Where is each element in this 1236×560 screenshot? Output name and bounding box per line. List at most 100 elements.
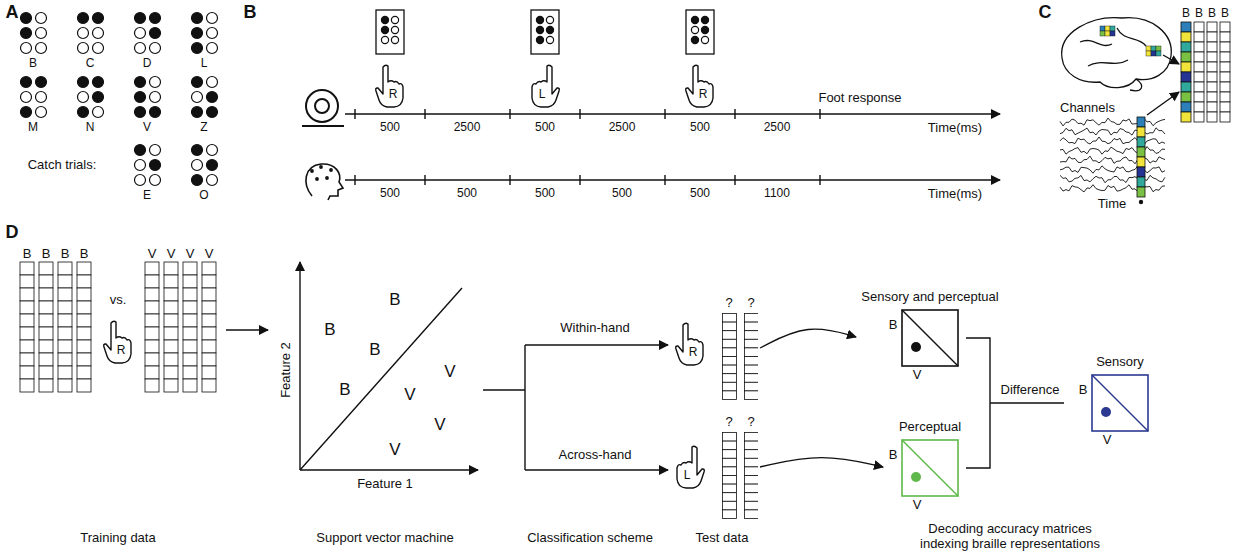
eeg-head-icon: [325, 176, 329, 180]
text-label: Catch trials:: [28, 158, 97, 173]
braille-dot: [150, 77, 161, 88]
time-tick: [734, 175, 735, 185]
braille-dot: [536, 16, 543, 23]
text-label: B: [1195, 7, 1203, 21]
pattern-cell: [1194, 52, 1204, 62]
text-label: Time(ms): [928, 187, 982, 202]
braille-dot: [78, 107, 89, 118]
training-cell: [77, 314, 91, 327]
matrix-square: [1091, 374, 1149, 432]
text-label: Foot response: [818, 91, 901, 106]
training-cell: [202, 327, 216, 340]
panel-letter: A: [6, 2, 19, 23]
training-cell: [164, 353, 178, 366]
training-cell: [202, 366, 216, 379]
training-cell: [145, 327, 159, 340]
axis-letter: B: [886, 448, 900, 463]
test-pattern: ??: [722, 415, 758, 519]
panel-letter: C: [1039, 2, 1052, 23]
eeg-trace: [1060, 166, 1165, 174]
training-cell: [183, 353, 197, 366]
braille-dot: [93, 28, 104, 39]
training-cell: [20, 288, 34, 301]
test-cell: [723, 339, 737, 348]
pattern-cell: [1220, 32, 1230, 42]
braille-dot: [150, 145, 161, 156]
braille-dot: [691, 16, 698, 23]
test-cell: [723, 476, 737, 485]
text-label: 2500: [609, 121, 636, 135]
braille-dot: [21, 43, 32, 54]
decision-boundary: [300, 288, 462, 470]
braille-dot: [150, 43, 161, 54]
time-slice-cell: [1137, 167, 1145, 177]
voxel: [1156, 46, 1161, 51]
text-label: V: [167, 247, 176, 262]
matrix-diagonal: [1092, 375, 1148, 431]
pattern-cell: [1220, 112, 1230, 122]
braille-card: [376, 10, 404, 54]
text-label: 2500: [454, 121, 481, 135]
braille-dot: [78, 28, 89, 39]
training-cell: [39, 301, 53, 314]
braille-dot: [135, 43, 146, 54]
braille-dot: [381, 26, 388, 33]
feature-axis: [299, 262, 300, 470]
training-cell: [164, 314, 178, 327]
time-tick: [424, 175, 425, 185]
text-label: V: [404, 385, 415, 405]
hand-icon: [376, 65, 403, 107]
voxel: [1146, 51, 1151, 56]
pattern-cell: [1181, 62, 1191, 72]
mri-scanner-icon: [315, 99, 329, 113]
text-label: B: [80, 247, 89, 262]
test-cell: [745, 331, 759, 340]
scheme-arrow: [525, 469, 668, 470]
braille-dot: [207, 28, 218, 39]
training-cell: [164, 340, 178, 353]
text-label: Feature 2: [279, 342, 294, 398]
test-cell: [745, 357, 759, 366]
pattern-cell: [1194, 42, 1204, 52]
braille-dot: [381, 36, 388, 43]
time-tick: [509, 109, 510, 119]
text-label: 500: [535, 187, 555, 201]
test-cell: [723, 314, 737, 323]
pattern-cell: [1181, 32, 1191, 42]
hand-icon: [686, 65, 713, 107]
training-cell: [20, 301, 34, 314]
text-label: R: [389, 88, 398, 102]
accuracy-matrix: Sensory and perceptualBV: [858, 290, 1002, 384]
braille-dot: [21, 28, 32, 39]
braille-dot: [135, 28, 146, 39]
training-cell: [20, 366, 34, 379]
test-cell: [745, 314, 759, 323]
text-label: L: [201, 57, 208, 71]
braille-dot: [691, 36, 698, 43]
training-cell: [145, 288, 159, 301]
text-label: N: [86, 121, 95, 135]
test-cell: [723, 433, 737, 442]
text-label: R: [699, 88, 708, 102]
text-label: L: [684, 469, 691, 483]
training-cell: [39, 340, 53, 353]
axis-letter: B: [1076, 383, 1090, 398]
training-cell: [202, 379, 216, 392]
braille-dot: [207, 77, 218, 88]
test-vector: [722, 313, 758, 400]
braille-dot: [546, 16, 553, 23]
pattern-cell: [1181, 42, 1191, 52]
braille-dot: [207, 145, 218, 156]
pattern-arrow: [1147, 92, 1179, 115]
training-cell: [39, 353, 53, 366]
time-slice-cell: [1137, 117, 1145, 127]
pattern-cell: [1207, 42, 1217, 52]
braille-dot: [135, 13, 146, 24]
training-cell: [164, 288, 178, 301]
unknown-mark: ?: [744, 415, 758, 430]
braille-dot: [36, 92, 47, 103]
test-cell: [723, 348, 737, 357]
braille-dot: [21, 92, 32, 103]
matrix-diagonal: [902, 440, 958, 496]
